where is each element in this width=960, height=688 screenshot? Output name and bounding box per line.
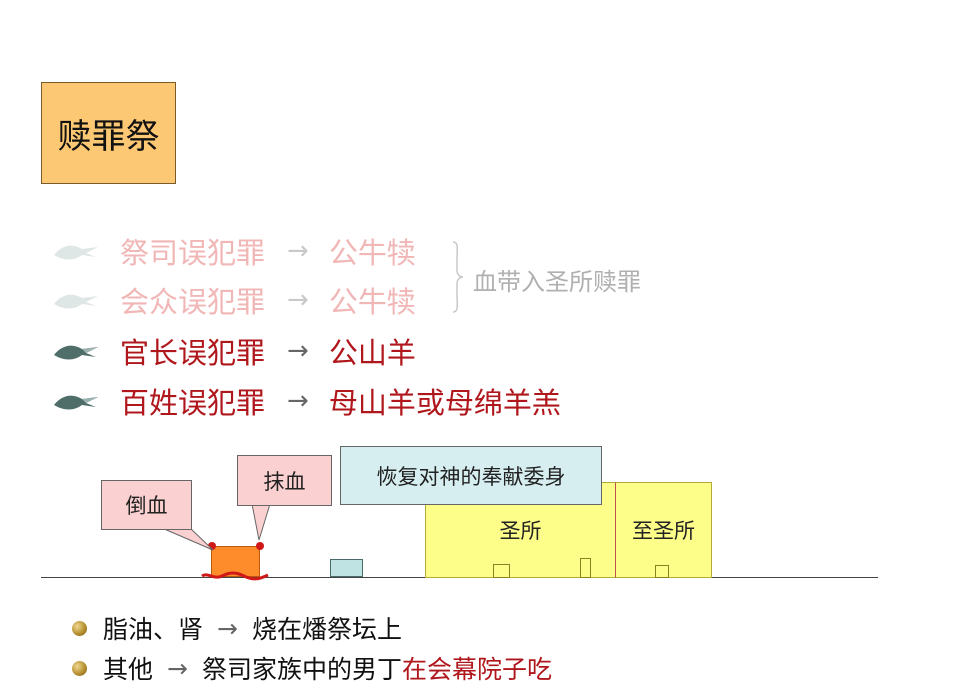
brace-note: 血带入圣所赎罪 (473, 268, 641, 296)
bird-icon (54, 345, 98, 360)
offering-row-priest: 祭司误犯罪 → 公牛犊 (52, 228, 416, 274)
page-title: 赎罪祭 (41, 82, 176, 184)
most-holy-place: 至圣所 (615, 482, 712, 578)
arrow-icon: → (167, 653, 188, 683)
bird-icon (54, 294, 98, 309)
offering-row-people: 百姓误犯罪 → 母山羊或母绵羊羔 (52, 378, 561, 424)
bullet-text: 脂油、肾 (103, 615, 204, 644)
animal-label: 公牛犊 (328, 285, 416, 319)
callout-pour-blood: 倒血 (101, 480, 192, 530)
arrow-icon: → (287, 236, 309, 266)
callout-smear-blood: 抹血 (237, 455, 332, 506)
offender-label: 会众误犯罪 (120, 285, 266, 319)
most-holy-place-label: 至圣所 (632, 519, 695, 543)
gold-dot-icon (72, 620, 87, 636)
blood-marks (201, 542, 269, 581)
bullet-text: 祭司家族中的男丁 (201, 655, 402, 684)
bullet-text: 烧在燔祭坛上 (251, 615, 402, 644)
holy-place-label: 圣所 (499, 519, 542, 543)
bird-icon (54, 245, 98, 260)
animal-label: 公牛犊 (328, 236, 416, 270)
table-furniture (493, 564, 510, 578)
animal-label: 公山羊 (328, 336, 416, 370)
brace-icon (452, 241, 464, 313)
offender-label: 百姓误犯罪 (120, 386, 266, 420)
arrow-icon: → (287, 285, 309, 315)
offender-label: 官长误犯罪 (120, 336, 266, 370)
altar (211, 546, 260, 577)
ark-furniture (655, 565, 669, 578)
arrow-icon: → (287, 336, 309, 366)
arrow-icon: → (217, 613, 238, 643)
offering-row-congregation: 会众误犯罪 → 公牛犊 (52, 277, 416, 323)
arrow-icon: → (287, 386, 309, 416)
bird-icon (54, 395, 98, 410)
gold-dot-icon (72, 660, 87, 676)
offender-label: 祭司误犯罪 (120, 236, 266, 270)
animal-label: 母山羊或母绵羊羔 (328, 386, 561, 420)
bullet-fat-kidneys: 脂油、肾 → 烧在燔祭坛上 (72, 610, 402, 646)
bullet-red-text: 在会幕院子吃 (401, 655, 552, 684)
bullet-text: 其他 (103, 655, 154, 684)
callout-dedication: 恢复对神的奉献委身 (340, 446, 602, 505)
bullet-other: 其他 → 祭司家族中的男丁 在会幕院子吃 (72, 650, 552, 686)
offering-row-ruler: 官长误犯罪 → 公山羊 (52, 328, 416, 374)
laver (330, 559, 363, 577)
incense-altar (580, 558, 591, 578)
